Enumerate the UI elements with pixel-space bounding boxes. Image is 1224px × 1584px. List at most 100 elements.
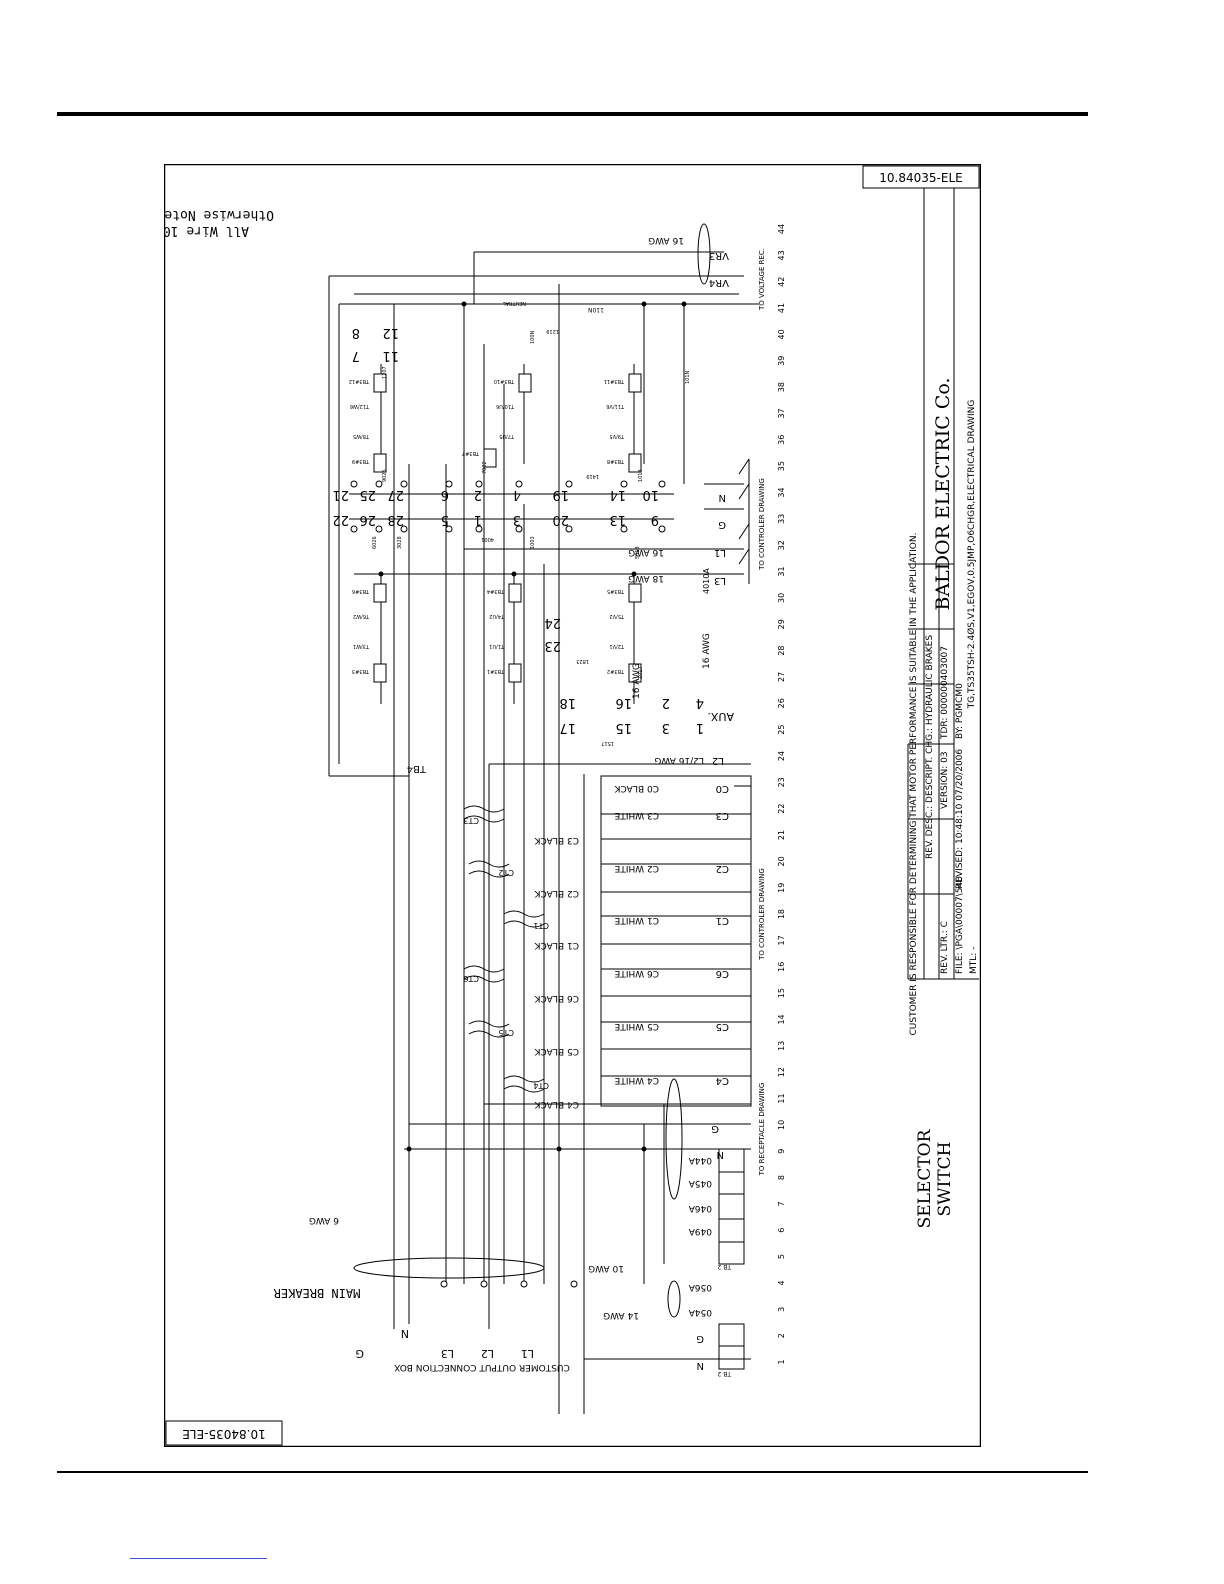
c4-white-label: C4 WHITE (614, 1075, 659, 1085)
c6-white-label: C6 WHITE (614, 968, 659, 978)
wire-size-l2: L2/16 AWG (654, 755, 704, 765)
terminal-number-37: 37 (777, 408, 786, 418)
terminal-number-41: 41 (777, 303, 786, 313)
signal-c3: C3 (716, 810, 729, 821)
signal-g-receptacle: G (711, 1123, 719, 1134)
top-rule (57, 112, 1088, 116)
tb2-wire-046a: 046A (688, 1203, 712, 1213)
signal-n-receptacle: N (717, 1149, 724, 1160)
coil-tb3-9: TB3#9 (352, 458, 370, 464)
aux-contact-24: 24 (544, 615, 561, 630)
contact-22: 22 (332, 512, 349, 527)
contact-3: 3 (513, 512, 521, 527)
coil-t2-v1: T2/V1 (609, 643, 625, 649)
terminal-number-14: 14 (777, 1014, 786, 1024)
terminal-number-30: 30 (777, 593, 786, 603)
signal-l2: L2 (712, 755, 724, 766)
tb2-label-lower: TB 2 (717, 1370, 732, 1377)
terminal-number-44: 44 (777, 224, 786, 234)
terminal-number-23: 23 (777, 777, 786, 787)
terminal-number-10: 10 (777, 1120, 786, 1130)
terminal-number-16: 16 (777, 962, 786, 972)
signal-vr3: VR3 (709, 250, 729, 261)
coil-t12-w6: T12/W6 (350, 403, 370, 409)
main-breaker-label: MAIN BREAKER (273, 1286, 360, 1300)
coil-tb3-11: TB3#11 (604, 378, 625, 384)
contact-1: 1 (474, 512, 482, 527)
footer-link-underline (130, 1558, 267, 1559)
terminal-number-3: 3 (777, 1307, 786, 1312)
signal-c1: C1 (716, 915, 729, 926)
terminal-number-33: 33 (777, 514, 786, 524)
tb2-wire-044a: 044A (688, 1155, 712, 1165)
terminal-number-26: 26 (777, 698, 786, 708)
wire-size-aux: 16 AWG (702, 633, 712, 669)
terminal-number-20: 20 (777, 856, 786, 866)
terminal-number-38: 38 (777, 382, 786, 392)
c5-black-label: C5 BLACK (533, 1046, 579, 1056)
contact-28: 28 (387, 512, 404, 527)
contact-19: 19 (552, 487, 569, 502)
coil-t8-w5: T8/W5 (353, 433, 370, 439)
connector-controller-top: TO CONTROLER DRAWING (758, 478, 766, 571)
ct4-label: CT4 (533, 1081, 549, 1090)
wire-size-aux-b: 16 AWG (632, 663, 642, 699)
coil-tb3-1: TB3#1 (487, 668, 505, 674)
ct5-label: CT5 (498, 1028, 514, 1037)
coil-t9-v5: T9/V5 (609, 433, 625, 439)
wire-1419: 1419 (586, 473, 599, 479)
coil-t1-u1: T1/U1 (489, 643, 505, 649)
coil-tb3-7: TB3#7 (462, 450, 480, 456)
wire-7002: 7002 (482, 461, 488, 474)
ct3-label: CT3 (463, 816, 479, 825)
terminal-number-2: 2 (777, 1333, 786, 1338)
c3-black-label: C3 BLACK (533, 835, 579, 845)
contact-4: 4 (513, 487, 521, 502)
material: MTL: - (969, 947, 979, 974)
contact-9: 9 (651, 512, 659, 527)
file-path: FILE: \PGA\00007\540 (955, 876, 965, 974)
wire-size-tb2-small: 14 AWG (603, 1310, 639, 1320)
terminal-number-column: 4443424140393837363534333231302928272625… (777, 224, 786, 1365)
terminal-number-9: 9 (777, 1149, 786, 1154)
aux-contact-23: 23 (544, 638, 561, 653)
aux-contact-1: 1 (696, 720, 704, 735)
aux-contact-15: 15 (615, 720, 632, 735)
switch-contact-7: 7 (352, 348, 360, 363)
wire-6026: 6026 (372, 536, 378, 549)
tb2-wire-056a: 056A (688, 1282, 712, 1292)
coil-tb3-2: TB3#2 (607, 668, 625, 674)
terminal-number-1: 1 (777, 1359, 786, 1364)
contact-5: 5 (441, 512, 449, 527)
terminal-number-29: 29 (777, 619, 786, 629)
c2-black-label: C2 BLACK (533, 888, 579, 898)
coil-t5-v2: T5/V2 (609, 613, 625, 619)
wire-size-breaker: 6 AWG (309, 1215, 339, 1225)
terminal-number-5: 5 (777, 1254, 786, 1259)
terminal-number-36: 36 (777, 435, 786, 445)
terminal-number-19: 19 (777, 883, 786, 893)
coil-t4-u2: T4/U2 (489, 613, 505, 619)
coil-t7-u5: T7/U5 (499, 433, 515, 439)
signal-c2: C2 (716, 863, 729, 874)
contact-2: 2 (474, 487, 482, 502)
wire-1517: 1517 (601, 740, 614, 746)
ct6-label: CT6 (463, 974, 479, 983)
contact-21: 21 (332, 487, 349, 502)
terminal-number-28: 28 (777, 645, 786, 655)
output-terminal-g: G (355, 1347, 364, 1360)
terminal-number-25: 25 (777, 725, 786, 735)
wire-1003: 1003 (530, 536, 536, 549)
wire-4010a: 4010A (702, 568, 711, 594)
coil-tb3-4: TB3#4 (487, 588, 505, 594)
tb2-label-upper: TB 2 (717, 1263, 732, 1270)
wire-4001: 4001 (481, 536, 494, 542)
terminal-number-18: 18 (777, 909, 786, 919)
drawing-number-top: 10.84035-ELE (879, 171, 962, 185)
revised-date: REVISED: 10:48:10 07/20/2006 (955, 749, 965, 889)
c2-white-label: C2 WHITE (614, 863, 659, 873)
coil-tb3-10: TB3#10 (494, 378, 515, 384)
tb4-label: TB4 (407, 763, 427, 774)
terminal-number-8: 8 (777, 1175, 786, 1180)
wire-100n: 100N (530, 330, 536, 344)
